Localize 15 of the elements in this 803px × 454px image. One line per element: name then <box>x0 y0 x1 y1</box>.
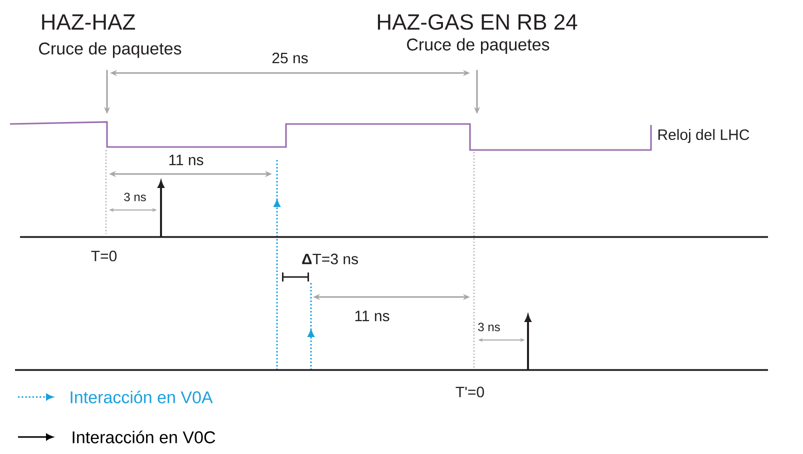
subheading: Cruce de paquetes <box>407 38 550 54</box>
dimension-label: 25 ns <box>272 52 308 64</box>
dimension-label: ΔT=3 ns <box>302 254 358 264</box>
dimension-label: 3 ns <box>124 192 146 202</box>
heading: HAZ-GAS EN RB 24 <box>378 14 578 30</box>
signal-label: Reloj del LHC <box>658 129 750 143</box>
dimension-label: 11 ns <box>355 310 390 322</box>
dimension-label: 11 ns <box>169 154 204 166</box>
time-label: T'=0 <box>456 386 484 398</box>
heading: HAZ-HAZ <box>42 14 135 30</box>
time-label: T=0 <box>91 250 117 262</box>
legend-text: Interacción en V0C <box>72 430 216 444</box>
subheading: Cruce de paquetes <box>39 42 182 58</box>
dimension-label: 3 ns <box>478 322 500 332</box>
legend-text: Interacción en V0A <box>70 390 213 404</box>
